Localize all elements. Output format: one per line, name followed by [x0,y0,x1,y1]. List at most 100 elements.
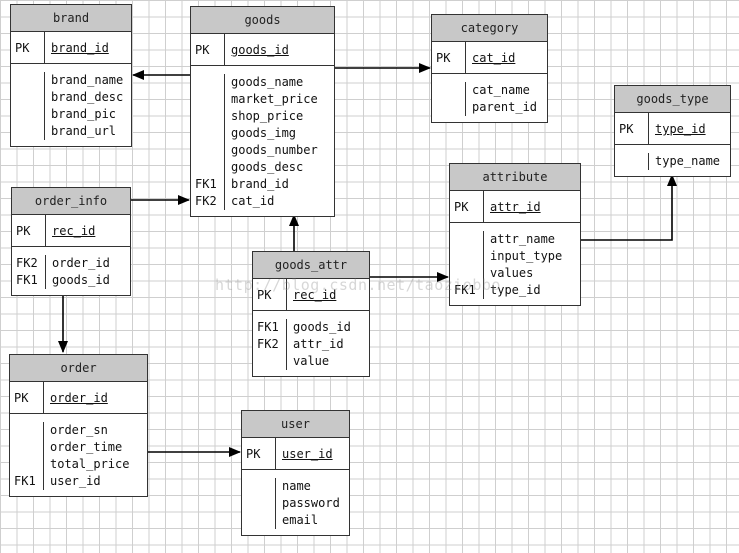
entity-title: goods [191,7,334,34]
field-name: attr_id [293,337,344,351]
fk-label [14,439,43,456]
fk-label [195,125,224,142]
field-column: attr_id [484,191,580,222]
key-column: PK [191,34,225,65]
field-column: order_id goods_id [46,255,130,289]
pk-field: user_id [282,447,333,461]
fk-label [195,142,224,159]
relation-arrow-attribute-to-goods-type [581,174,677,241]
key-column: PK [11,32,45,63]
fk-label [619,153,648,170]
field-name: order_time [50,440,123,454]
fk-label [14,456,43,473]
field-name: parent_id [472,100,538,114]
field-name: values [490,266,534,280]
field-column: cat_id [466,42,547,73]
pk-field: attr_id [490,200,541,214]
entity-title: order [10,355,147,382]
primary-key-row: PK user_id [242,438,349,470]
fk-label [15,72,44,89]
field-name: goods_id [293,320,351,334]
field-name: cat_id [231,194,275,208]
field-name: goods_img [231,126,297,140]
field-name: cat_name [472,83,530,97]
entity-title: goods_type [615,86,730,113]
fk-label: FK2 [16,256,38,270]
field-name: user_id [50,474,101,488]
fk-label: FK2 [195,194,217,208]
entity-title: brand [11,5,131,32]
field-name: type_name [655,154,721,168]
field-name: goods_name [231,75,304,89]
pk-field: brand_id [51,41,109,55]
fk-label [15,123,44,140]
entity-title: attribute [450,164,580,191]
field-name: value [293,354,330,368]
attribute-rows: cat_name parent_id [432,74,547,122]
field-name: email [282,513,319,527]
fk-label [195,159,224,176]
fk-label [454,231,483,248]
field-column: order_id [44,382,147,413]
pk-label: PK [195,43,210,57]
pk-label: PK [246,447,261,461]
pk-label: PK [14,391,29,405]
fk-label: FK1 [195,177,217,191]
field-name: brand_pic [51,107,117,121]
fk-label: FK1 [257,320,279,334]
field-column: rec_id [287,279,369,310]
key-column [432,82,466,116]
key-column: PK [253,279,287,310]
fk-label [454,248,483,265]
fk-label: FK1 [16,273,38,287]
field-column: brand_id [45,32,131,63]
field-column: type_name [649,153,730,170]
attribute-rows: type_name [615,145,730,176]
primary-key-row: PK order_id [10,382,147,414]
entity-title: user [242,411,349,438]
fk-label [246,495,275,512]
field-name: input_type [490,249,563,263]
pk-label: PK [454,200,469,214]
fk-label [195,91,224,108]
field-name: order_id [52,256,110,270]
key-column: PK [450,191,484,222]
primary-key-row: PK brand_id [11,32,131,64]
field-name: goods_number [231,143,318,157]
primary-key-row: PK goods_id [191,34,334,66]
key-column: PK [242,438,276,469]
key-column [615,153,649,170]
key-column: FK1 [450,231,484,299]
fk-label [15,106,44,123]
field-name: order_sn [50,423,108,437]
fk-label [246,512,275,529]
pk-field: rec_id [52,224,96,238]
pk-field: cat_id [472,51,516,65]
fk-label [195,74,224,91]
fk-label [436,82,465,99]
field-name: goods_id [52,273,110,287]
field-column: goods_id [225,34,334,65]
entity-title: category [432,15,547,42]
key-column: PK [10,382,44,413]
